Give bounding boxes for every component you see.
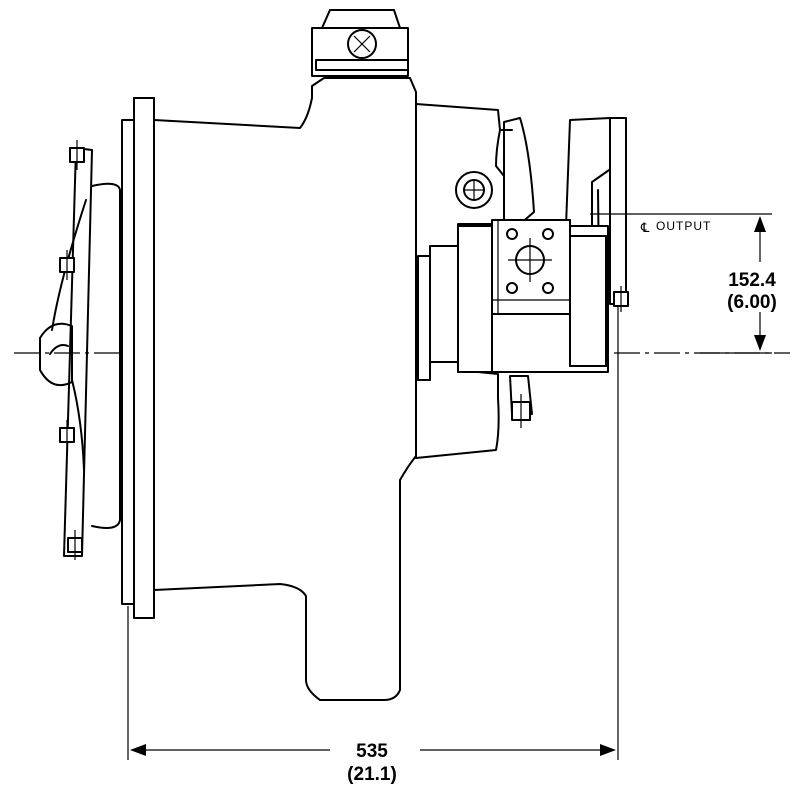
mounting-flange [121, 97, 155, 619]
horizontal-dim-mm: 535 [356, 741, 388, 762]
drain-plug [455, 171, 493, 209]
output-housing [457, 219, 609, 373]
vertical-dim-in: (6.00) [727, 292, 777, 313]
bolt-bottom [67, 530, 83, 560]
top-fitting [311, 9, 409, 77]
rear-bolt [613, 286, 629, 312]
flex-plate-assembly [39, 140, 121, 560]
bolt-top [69, 140, 85, 170]
horizontal-dimension-line [130, 744, 616, 756]
centerline-symbol: ℄ [640, 220, 650, 235]
output-label: OUTPUT [656, 219, 711, 233]
spacer-plates [417, 245, 459, 381]
bolt-lower [59, 420, 75, 450]
vertical-dim-mm: 152.4 [728, 270, 776, 291]
lower-fitting [509, 375, 533, 428]
bolt-upper [59, 250, 75, 280]
vertical-dimension-line [754, 216, 766, 351]
horizontal-dim-in: (21.1) [347, 764, 397, 785]
main-housing [153, 77, 417, 701]
output-flange [506, 228, 554, 294]
